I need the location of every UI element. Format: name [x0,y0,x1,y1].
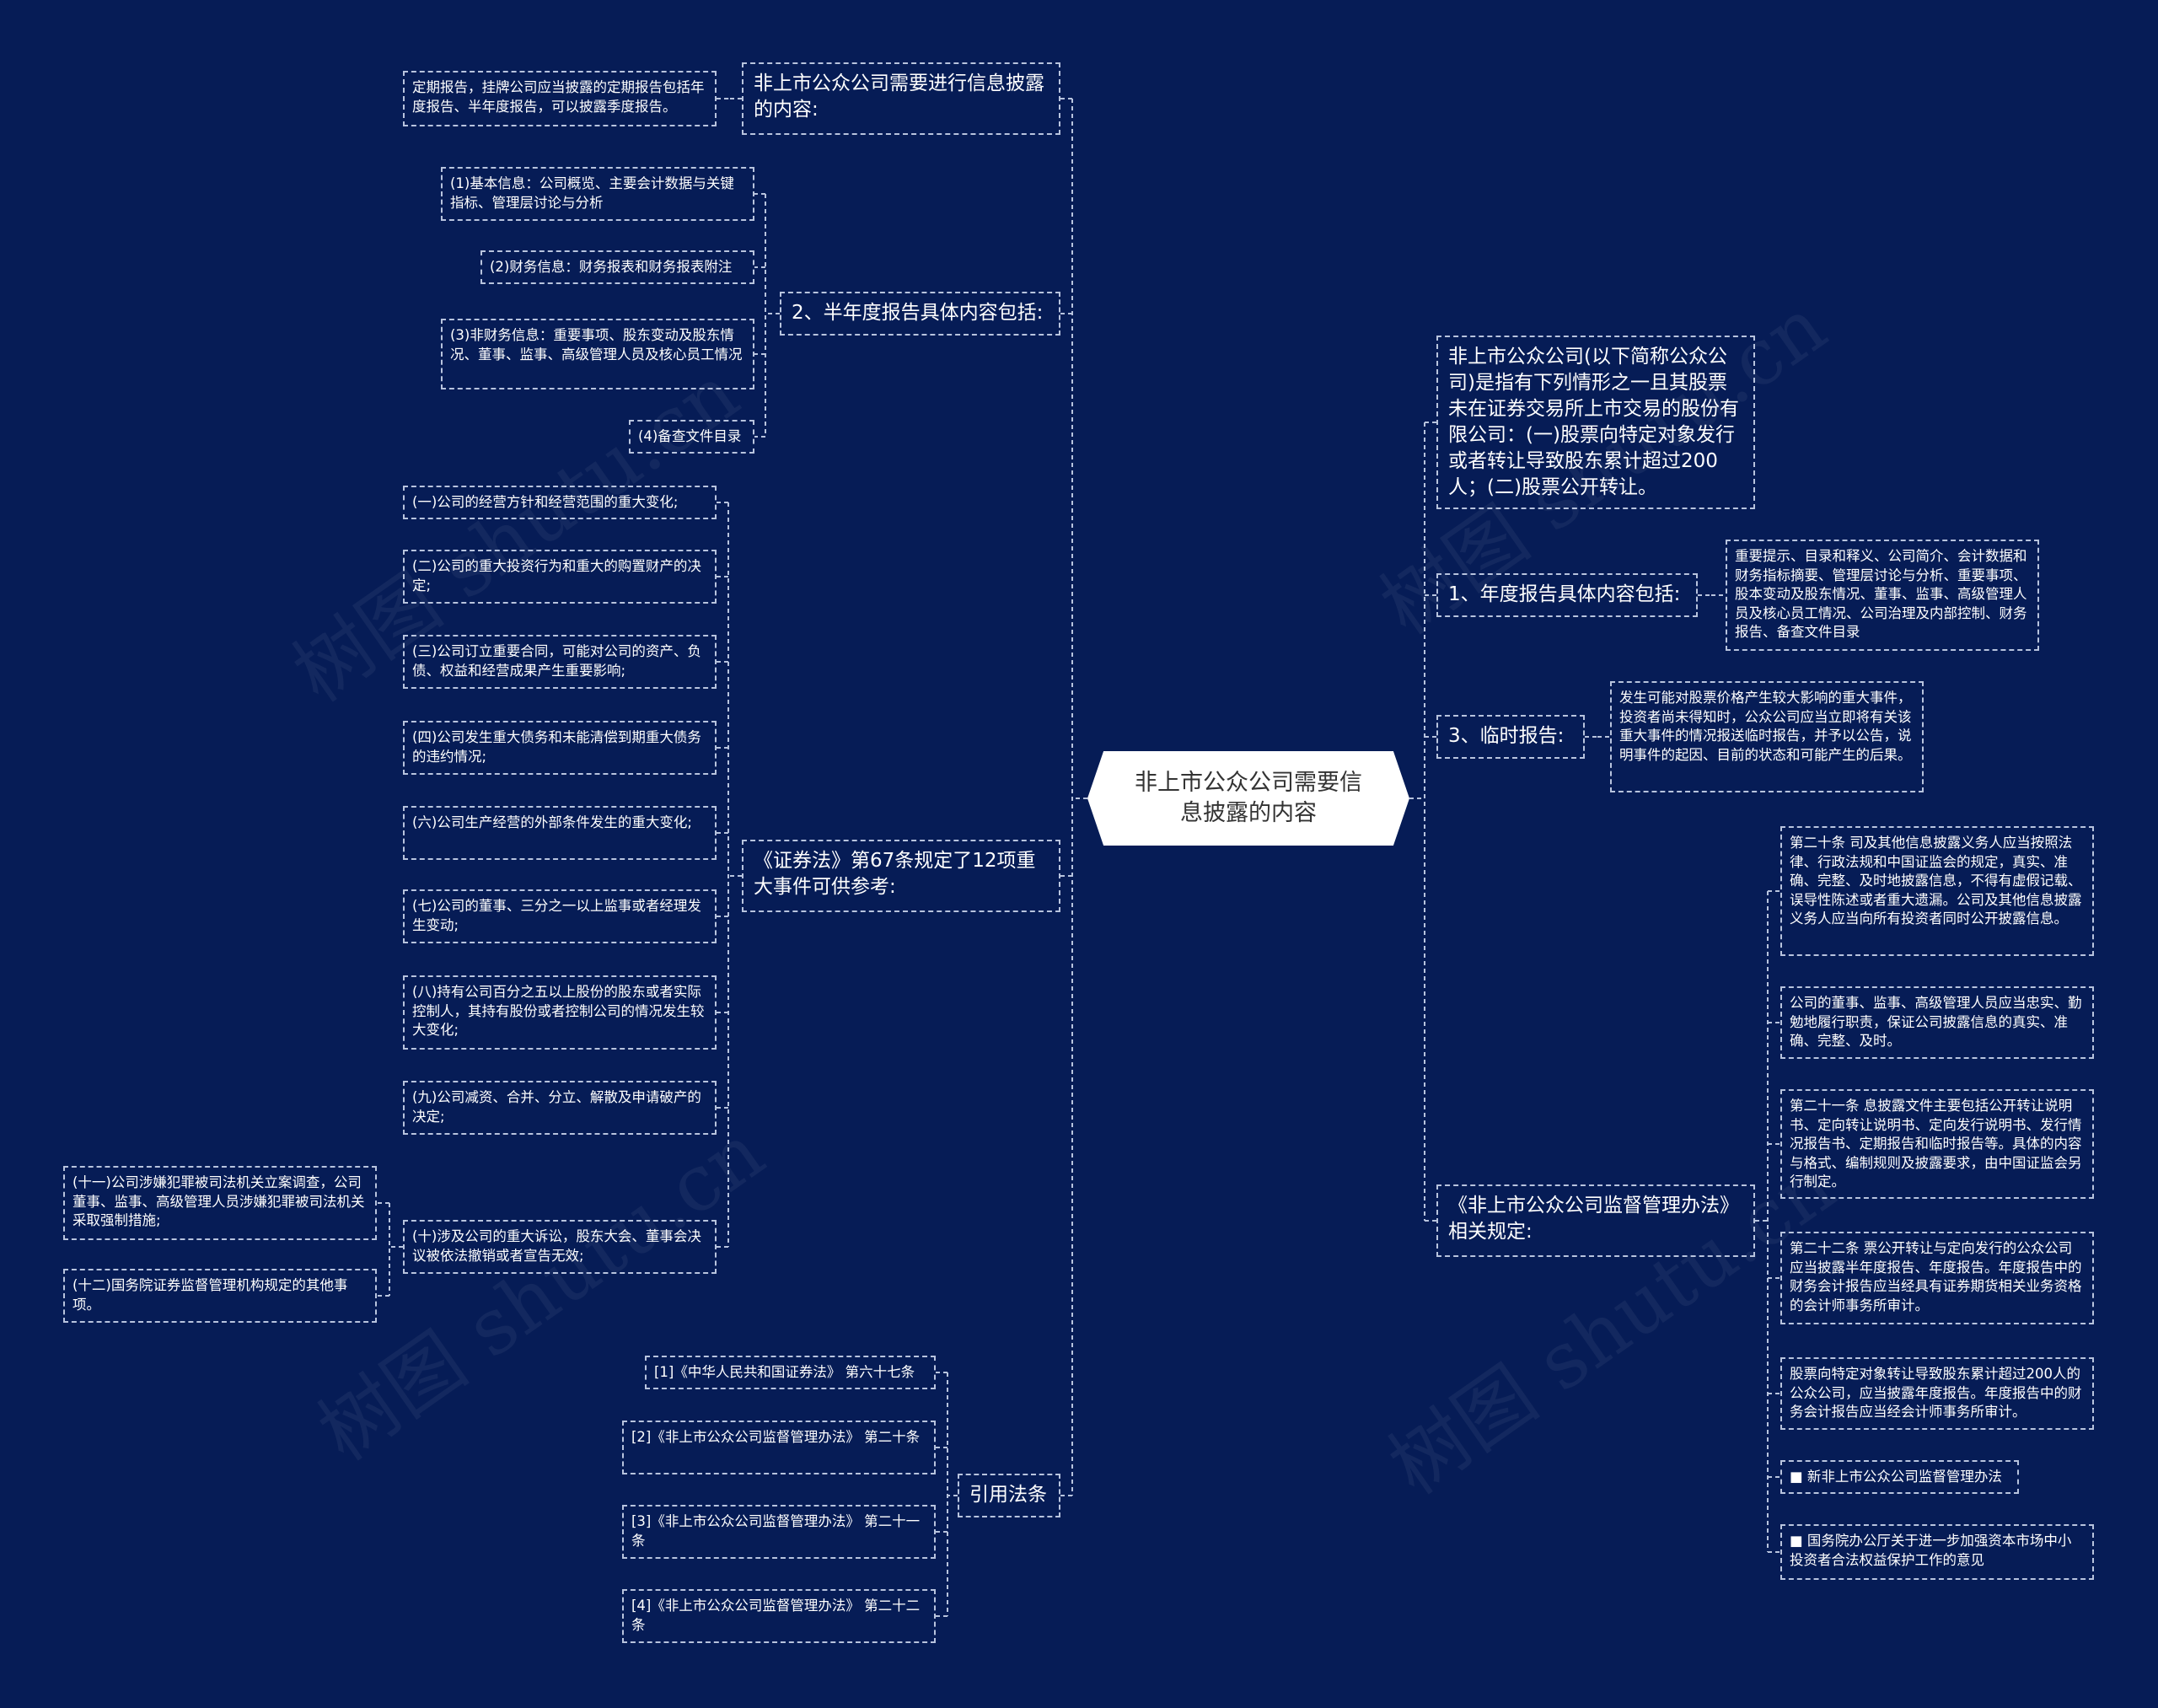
branch-regulation[interactable]: 《非上市公众公司监督管理办法》相关规定: [1436,1184,1755,1257]
leaf-cited-law-3[interactable]: [3]《非上市公众公司监督管理办法》 第二十一条 [622,1505,936,1559]
leaf-event-3[interactable]: (三)公司订立重要合同，可能对公司的资产、负债、权益和经营成果产生重要影响; [403,635,717,689]
branch-cited-laws[interactable]: 引用法条 [958,1474,1060,1517]
leaf-article-21[interactable]: 第二十一条 息披露文件主要包括公开转让说明书、定向转让说明书、定向发行说明书、发… [1780,1089,2094,1199]
leaf-event-4[interactable]: (四)公司发生重大债务和未能清偿到期重大债务的违约情况; [403,721,717,775]
leaf-200-shareholders[interactable]: 股票向特定对象转让导致股东累计超过200人的公众公司，应当披露年度报告。年度报告… [1780,1357,2094,1430]
leaf-event-2[interactable]: (二)公司的重大投资行为和重大的购置财产的决定; [403,550,717,604]
leaf-semiannual-financial[interactable]: (2)财务信息：财务报表和财务报表附注 [480,250,754,284]
leaf-event-1[interactable]: (一)公司的经营方针和经营范围的重大变化; [403,486,717,519]
branch-interim-report[interactable]: 3、临时报告: [1436,715,1585,759]
leaf-annual-content[interactable]: 重要提示、目录和释义、公司简介、会计数据和财务指标摘要、管理层讨论与分析、重要事… [1726,540,2039,651]
leaf-event-12[interactable]: (十二)国务院证券监督管理机构规定的其他事项。 [63,1269,377,1323]
leaf-semiannual-archive[interactable]: (4)备查文件目录 [629,420,754,454]
leaf-article-22[interactable]: 第二十二条 票公开转让与定向发行的公众公司应当披露半年度报告、年度报告。年度报告… [1780,1232,2094,1324]
branch-semiannual-report[interactable]: 2、半年度报告具体内容包括: [780,292,1060,336]
branch-securities-law-events[interactable]: 《证券法》第67条规定了12项重大事件可供参考: [742,840,1060,912]
leaf-directors-duty[interactable]: 公司的董事、监事、高级管理人员应当忠实、勤勉地履行职责，保证公司披露信息的真实、… [1780,986,2094,1059]
leaf-cited-law-4[interactable]: [4]《非上市公众公司监督管理办法》 第二十二条 [622,1589,936,1643]
leaf-cited-law-2[interactable]: [2]《非上市公众公司监督管理办法》 第二十条 [622,1421,936,1474]
leaf-periodic-report[interactable]: 定期报告，挂牌公司应当披露的定期报告包括年度报告、半年度报告，可以披露季度报告。 [403,71,717,126]
leaf-event-10[interactable]: (十)涉及公司的重大诉讼，股东大会、董事会决议被依法撤销或者宣告无效; [403,1220,717,1274]
leaf-cited-law-1[interactable]: [1]《中华人民共和国证券法》 第六十七条 [645,1356,936,1389]
leaf-interim-content[interactable]: 发生可能对股票价格产生较大影响的重大事件，投资者尚未得知时，公众公司应当立即将有… [1610,681,1924,792]
leaf-semiannual-nonfinancial[interactable]: (3)非财务信息：重要事项、股东变动及股东情况、董事、监事、高级管理人员及核心员… [441,319,754,389]
leaf-event-11[interactable]: (十一)公司涉嫌犯罪被司法机关立案调查，公司董事、监事、高级管理人员涉嫌犯罪被司… [63,1166,377,1240]
root-topic[interactable]: 非上市公众公司需要信息披露的内容 [1087,751,1409,846]
leaf-event-6[interactable]: (六)公司生产经营的外部条件发生的重大变化; [403,806,717,860]
leaf-event-9[interactable]: (九)公司减资、合并、分立、解散及申请破产的决定; [403,1081,717,1135]
leaf-event-7[interactable]: (七)公司的董事、三分之一以上监事或者经理发生变动; [403,889,717,943]
leaf-article-20[interactable]: 第二十条 司及其他信息披露义务人应当按照法律、行政法规和中国证监会的规定，真实、… [1780,826,2094,956]
branch-disclosure-content[interactable]: 非上市公众公司需要进行信息披露的内容: [742,62,1060,135]
leaf-semiannual-basic[interactable]: (1)基本信息：公司概览、主要会计数据与关键指标、管理层讨论与分析 [441,167,754,221]
branch-definition[interactable]: 非上市公众公司(以下简称公众公司)是指有下列情形之一且其股票未在证券交易所上市交… [1436,336,1755,509]
branch-annual-report[interactable]: 1、年度报告具体内容包括: [1436,573,1698,617]
link-state-council-opinion[interactable]: ■ 国务院办公厅关于进一步加强资本市场中小投资者合法权益保护工作的意见 [1780,1524,2094,1580]
leaf-event-8[interactable]: (八)持有公司百分之五以上股份的股东或者实际控制人，其持有股份或者控制公司的情况… [403,975,717,1050]
link-new-regulation[interactable]: ■ 新非上市公众公司监督管理办法 [1780,1460,2019,1494]
